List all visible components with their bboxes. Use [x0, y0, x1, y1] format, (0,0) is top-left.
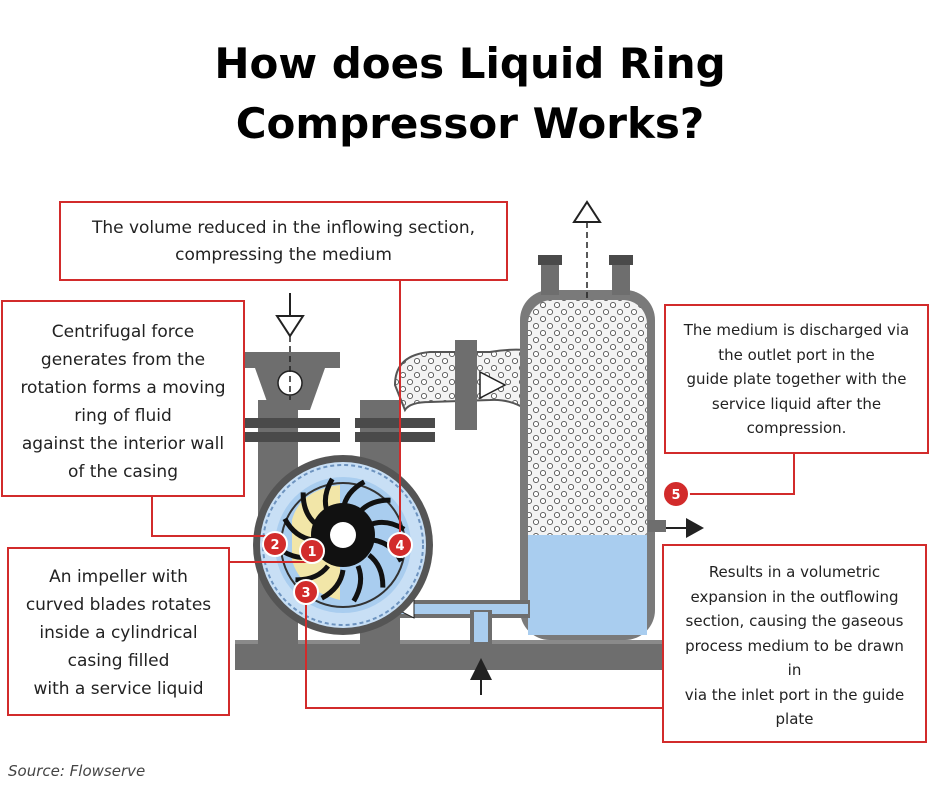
callout-line: against the interior wall	[21, 434, 225, 454]
callout-line: generates from the	[40, 350, 206, 370]
callout-line: expansion in the outflowing	[690, 587, 899, 606]
badge-2: 2	[262, 531, 288, 557]
callout-discharge: The medium is discharged via the outlet …	[664, 304, 929, 454]
title-line-2: Compressor Works?	[235, 99, 705, 148]
badge-5-label: 5	[671, 488, 680, 503]
page-title: How does Liquid Ring Compressor Works?	[0, 34, 940, 154]
return-pipe	[394, 599, 530, 645]
badge-4-label: 4	[395, 539, 404, 554]
badge-4: 4	[387, 532, 413, 558]
callout-inflowing: The volume reduced in the inflowing sect…	[59, 201, 508, 281]
outlet-arrow	[572, 200, 602, 300]
badge-1-label: 1	[307, 545, 316, 560]
callout-impeller: An impeller with curved blades rotates i…	[7, 547, 230, 716]
badge-5: 5	[662, 480, 690, 508]
callout-line: via the inlet port in the guide	[684, 685, 905, 704]
connector-discharge	[676, 454, 795, 495]
callout-line: The volume reduced in the inflowing sect…	[91, 218, 476, 238]
callout-line: casing filled	[67, 651, 170, 671]
callout-line: ring of fluid	[74, 406, 172, 426]
callout-line: guide plate together with the	[686, 370, 907, 388]
callout-line: in	[787, 661, 802, 679]
source-credit: Source: Flowserve	[8, 762, 146, 780]
callout-line: process medium to be drawn	[685, 636, 904, 655]
callout-line: compression.	[746, 419, 847, 437]
callout-line: plate	[775, 710, 814, 728]
callout-line: of the casing	[67, 462, 178, 482]
callout-line: with a service liquid	[33, 679, 204, 699]
callout-centrifugal: Centrifugal force generates from the rot…	[1, 300, 245, 497]
base-plate	[235, 640, 665, 670]
impeller-blade	[320, 569, 346, 601]
callout-line: Results in a volumetric	[708, 563, 881, 581]
callout-line: service liquid after the	[711, 394, 882, 413]
badge-1: 1	[299, 538, 325, 564]
callout-expansion: Results in a volumetric expansion in the…	[662, 544, 927, 743]
impeller-blade	[367, 553, 386, 588]
impeller-blade	[351, 565, 364, 603]
callout-line: curved blades rotates	[25, 595, 212, 615]
impeller-blade	[295, 564, 330, 583]
badge-2-label: 2	[270, 538, 279, 553]
callout-line: rotation forms a moving	[20, 378, 226, 398]
inlet-arrow	[275, 293, 305, 400]
badge-3-label: 3	[301, 586, 310, 601]
callout-line: The medium is discharged via	[683, 321, 910, 339]
callout-line: inside a cylindrical	[39, 623, 198, 643]
connector-centrifugal	[151, 497, 275, 537]
liquid-inlet-arrow	[470, 658, 492, 695]
separator-tank	[520, 255, 655, 640]
callout-line: section, causing the gaseous	[685, 612, 904, 630]
title-line-1: How does Liquid Ring	[214, 39, 726, 88]
badge-3: 3	[293, 579, 319, 605]
callout-line: the outlet port in the	[718, 345, 875, 364]
callout-line: An impeller with	[49, 567, 188, 587]
callout-line: compressing the medium	[175, 245, 392, 265]
side-outlet-arrow	[648, 518, 704, 538]
connector-expansion	[305, 592, 662, 709]
callout-line: Centrifugal force	[51, 322, 195, 342]
